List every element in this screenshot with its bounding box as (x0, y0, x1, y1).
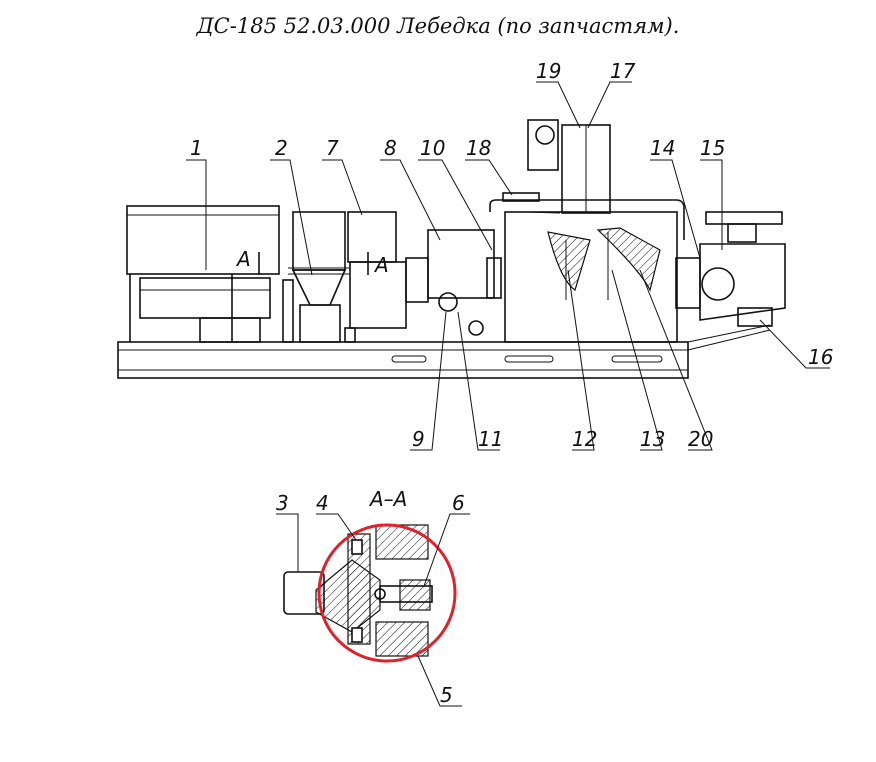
callout-10: 10 (420, 136, 445, 160)
main-view: А А 1 2 7 8 10 18 19 17 14 15 (117, 59, 833, 451)
callout-16: 16 (808, 345, 833, 369)
callout-4: 4 (316, 491, 329, 515)
callout-12: 12 (572, 427, 597, 451)
callout-18: 18 (466, 136, 491, 160)
callout-2: 2 (275, 136, 288, 160)
callout-9: 9 (412, 427, 425, 451)
callout-8: 8 (384, 136, 397, 160)
callout-15: 15 (700, 136, 725, 160)
bearing-housing (405, 229, 502, 336)
callout-1: 1 (190, 136, 203, 160)
callout-20: 20 (688, 427, 713, 451)
highlight-circle (317, 523, 457, 663)
section-marker-left: А (235, 247, 251, 271)
section-view: А–А 3 4 6 5 (276, 487, 470, 707)
callout-11: 11 (478, 427, 503, 451)
callouts: 1 2 7 8 10 18 19 17 14 15 16 9 11 (186, 59, 833, 451)
section-markers: А А (235, 247, 389, 277)
callout-17: 17 (610, 59, 636, 83)
callout-6: 6 (452, 491, 465, 515)
pulley-bracket (502, 119, 611, 214)
outlet-cone (675, 211, 786, 327)
base-frame (117, 324, 771, 379)
callout-3: 3 (276, 491, 289, 515)
drum-housing (489, 199, 685, 343)
electric-motor (126, 205, 280, 343)
reducer (282, 211, 407, 343)
callout-5: 5 (440, 683, 453, 707)
callout-7: 7 (326, 136, 339, 160)
drawing-title: ДС-185 52.03.000 Лебедка (по запчастям). (196, 14, 680, 38)
section-marker-right: А (373, 253, 389, 277)
section-title: А–А (368, 487, 407, 511)
callout-19: 19 (536, 59, 561, 83)
callout-13: 13 (640, 427, 665, 451)
callout-14: 14 (650, 136, 675, 160)
